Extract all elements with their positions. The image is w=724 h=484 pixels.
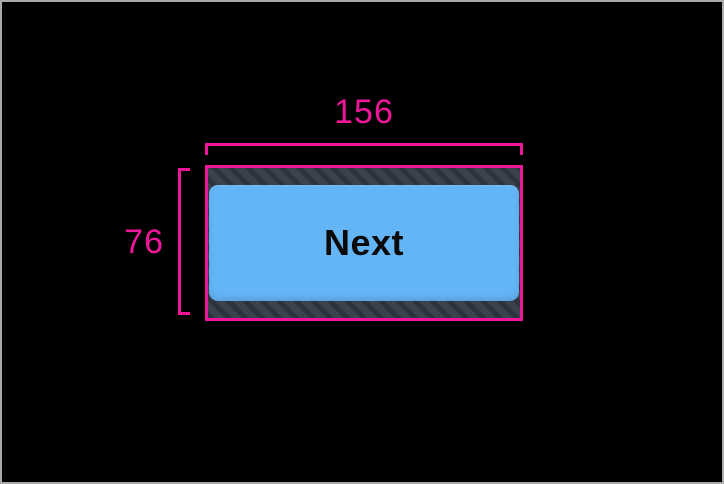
- height-dimension-bracket: [178, 168, 190, 315]
- touch-target-region: Next: [205, 165, 523, 321]
- width-dimension-label: 156: [334, 93, 394, 131]
- height-dimension-label: 76: [124, 223, 164, 261]
- next-button-label: Next: [323, 222, 405, 263]
- width-dimension-bracket: [205, 143, 523, 155]
- next-button[interactable]: Next: [209, 185, 519, 301]
